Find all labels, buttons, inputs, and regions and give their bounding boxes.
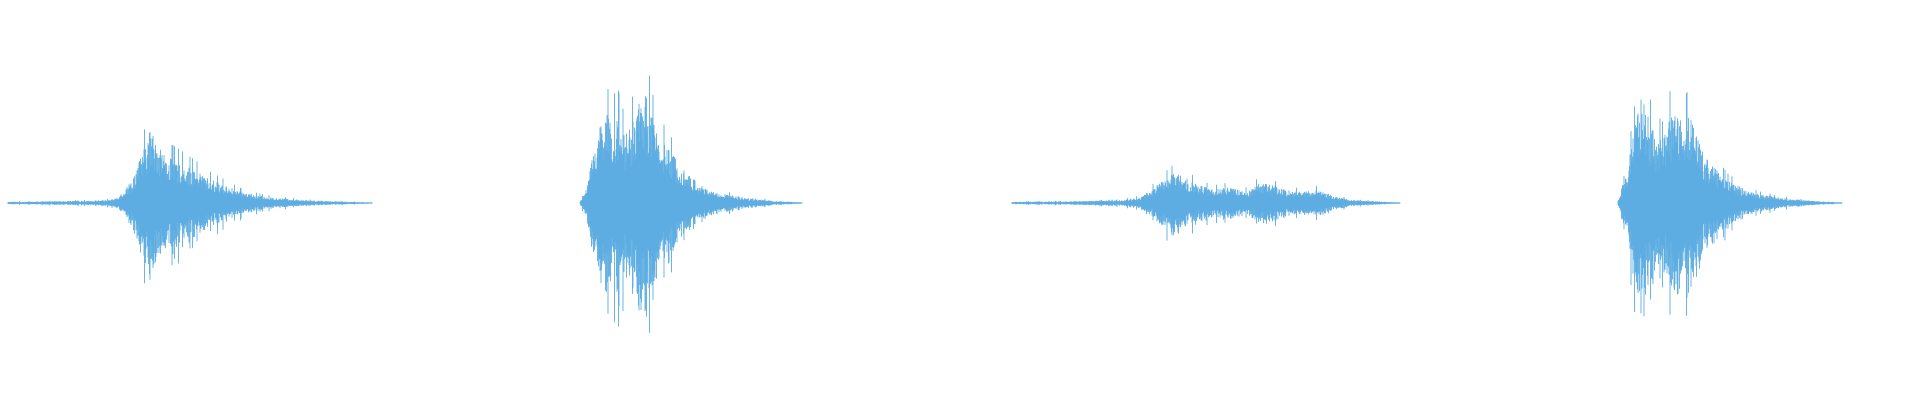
audio-waveform-4 [1617, 91, 1843, 317]
waveform-samples [1617, 91, 1843, 317]
waveform-samples [579, 75, 803, 333]
waveform-samples [7, 129, 373, 284]
audio-waveform-1 [7, 129, 373, 284]
waveform-samples [1011, 165, 1401, 241]
audio-waveform-2 [579, 75, 803, 333]
audio-waveform-3 [1011, 165, 1401, 241]
